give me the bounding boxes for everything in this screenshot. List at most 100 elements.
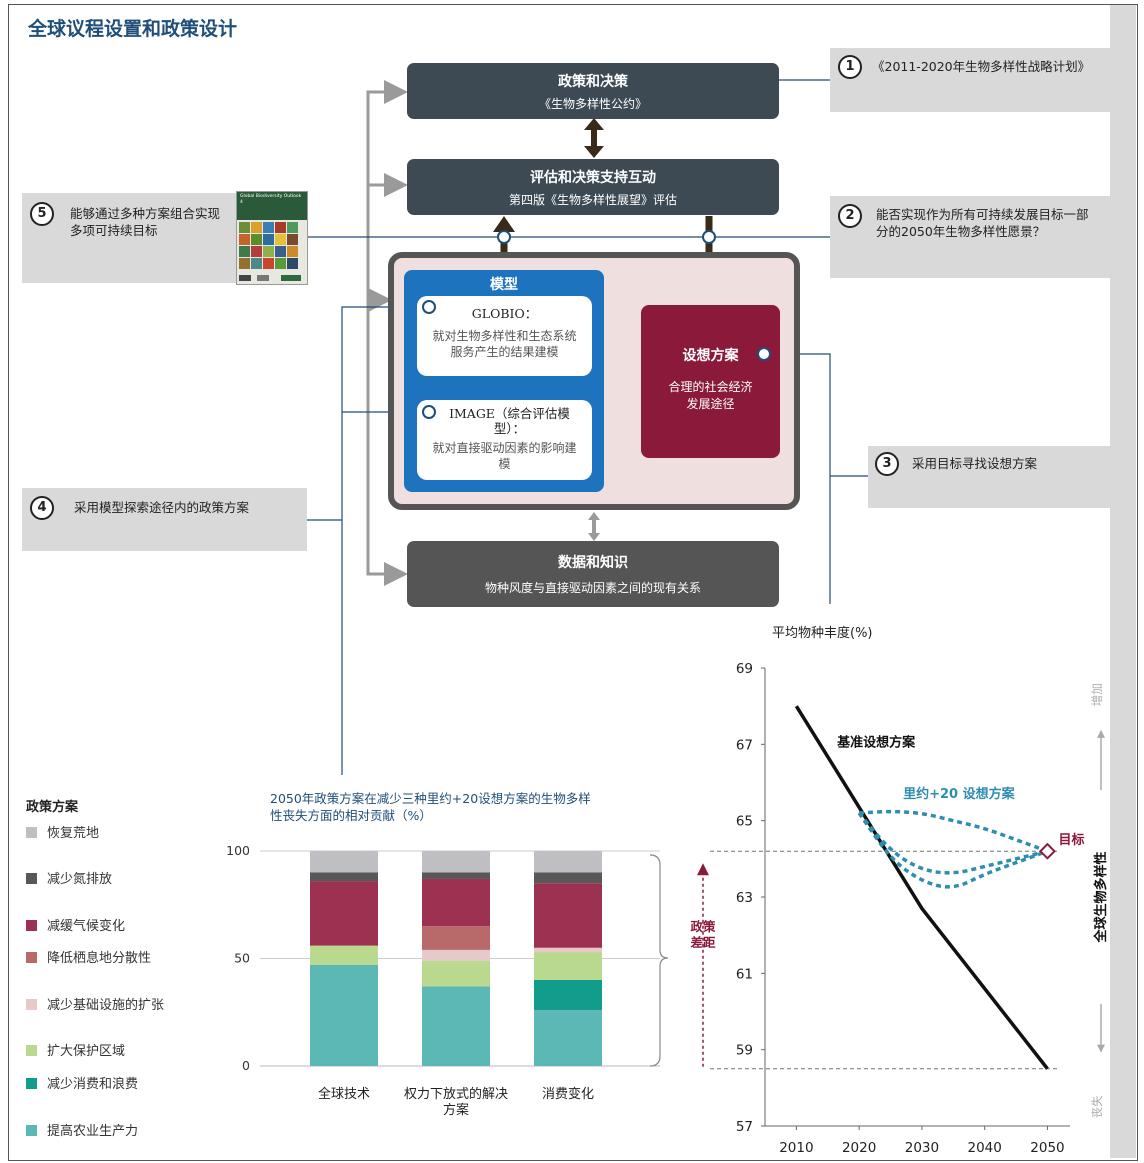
y-tick-label: 67 xyxy=(736,737,753,753)
right-axis-label: 全球生物多样性 xyxy=(1093,851,1109,943)
loss-label: 丧失 xyxy=(1090,1095,1104,1118)
globio-text: 就对生物多样性和生态系统服务产生的结果建模 xyxy=(432,329,577,359)
line-chart-ylabel: 平均物种丰度(%) xyxy=(772,626,873,641)
legend-label: 减少基础设施的扩张 xyxy=(47,998,165,1013)
y-tick-label: 0 xyxy=(242,1058,250,1073)
image-title: IMAGE（综合评估模型）： xyxy=(449,406,570,436)
legend-label: 提高农业生产力 xyxy=(47,1124,139,1139)
y-tick-label: 63 xyxy=(736,890,753,906)
bar-segment xyxy=(422,872,490,879)
policy-gap-arrowhead xyxy=(697,863,709,876)
legend-label: 减少氮排放 xyxy=(47,872,113,887)
policy-gap-label: 政策 xyxy=(690,919,716,934)
y-tick-label: 65 xyxy=(736,814,753,830)
callout-number-1: 1 xyxy=(838,55,862,79)
callout-text-1: 《2011-2020年生物多样性战略计划》 xyxy=(872,59,1091,74)
bar-segment xyxy=(534,872,602,884)
bar-segment xyxy=(310,881,378,946)
bar-segment xyxy=(534,1010,602,1066)
bar-segment xyxy=(422,949,490,961)
rio-series-line xyxy=(857,812,1049,889)
bar-segment xyxy=(534,883,602,948)
stacked-bar-chart: 0 50 100 xyxy=(226,843,669,1073)
legend-item: 减少氮排放 xyxy=(26,868,112,887)
category-label: 权力下放式的解决方案 xyxy=(403,1087,508,1118)
legend-label: 恢复荒地 xyxy=(47,826,100,841)
y-tick-label: 57 xyxy=(736,1119,753,1135)
policy-box: 政策和决策 《生物多样性公约》 xyxy=(407,63,779,119)
assessment-box: 评估和决策支持互动 第四版《生物多样性展望》评估 xyxy=(407,159,779,215)
callout-panel-3 xyxy=(868,446,1110,508)
legend-label: 减缓气候变化 xyxy=(47,919,126,934)
legend-swatch xyxy=(26,873,37,884)
y-tick-label: 50 xyxy=(234,951,250,966)
bar-segment xyxy=(422,960,490,987)
scenarios-text: 合理的社会经济发展途径 xyxy=(668,380,753,411)
globio-box: GLOBIO： 就对生物多样性和生态系统服务产生的结果建模 xyxy=(417,296,592,376)
bar-segment xyxy=(310,851,378,873)
bar-segment xyxy=(310,872,378,882)
callout-text-5: 能够通过多种方案组合实现多项可持续目标 xyxy=(70,206,221,238)
gbo4-book-cover: Global Biodiversity Outlook 4 xyxy=(236,191,308,285)
bar-chart-title: 2050年政策方案在减少三种里约+20设想方案的生物多样性丧失方面的相对贡献（%… xyxy=(270,791,591,823)
data-knowledge-box: 数据和知识 物种风度与直接驱动因素之间的现有关系 xyxy=(407,541,779,607)
legend-label: 减少消费和浪费 xyxy=(47,1077,139,1092)
image-box: IMAGE（综合评估模型）： 就对直接驱动因素的影响建模 xyxy=(417,400,592,480)
y-tick-label: 69 xyxy=(736,661,753,677)
assessment-subtitle: 第四版《生物多样性展望》评估 xyxy=(508,193,677,207)
data-subtitle: 物种风度与直接驱动因素之间的现有关系 xyxy=(484,581,701,595)
legend-item: 降低栖息地分散性 xyxy=(26,947,151,966)
rio-series-line xyxy=(859,809,1049,853)
target-marker xyxy=(1038,842,1056,860)
outer-frame xyxy=(8,4,1138,1161)
legend-swatch xyxy=(26,999,37,1010)
legend-swatch xyxy=(26,1045,37,1056)
legend-title: 政策方案 xyxy=(26,800,79,815)
callout-number-3: 3 xyxy=(875,452,899,476)
legend-swatch xyxy=(26,827,37,838)
legend-label: 降低栖息地分散性 xyxy=(47,951,152,966)
rio-label: 里约+20 设想方案 xyxy=(903,786,1016,802)
legend-swatch xyxy=(26,1125,37,1136)
page-title: 全球议程设置和政策设计 xyxy=(28,18,238,40)
legend-item: 扩大保护区域 xyxy=(26,1040,125,1059)
bar-segment xyxy=(310,945,378,965)
target-label: 目标 xyxy=(1058,832,1084,848)
scenarios-box: 设想方案 合理的社会经济发展途径 xyxy=(641,305,780,458)
legend-item: 减缓气候变化 xyxy=(26,915,125,934)
callout-text-3: 采用目标寻找设想方案 xyxy=(912,456,1038,471)
policy-gap-label: 差距 xyxy=(689,935,716,950)
image-text: 就对直接驱动因素的影响建模 xyxy=(432,441,577,471)
scenarios-link-dot xyxy=(757,347,771,361)
right-edge-bar xyxy=(1110,5,1136,1158)
x-tick-label: 2040 xyxy=(968,1140,1002,1156)
models-title: 模型 xyxy=(490,277,518,293)
data-title: 数据和知识 xyxy=(558,555,628,571)
callout-number-4: 4 xyxy=(30,496,54,520)
y-tick-label: 59 xyxy=(736,1043,753,1059)
x-tick-label: 2030 xyxy=(905,1140,939,1156)
legend-item: 减少消费和浪费 xyxy=(26,1073,138,1092)
callout-panel-2 xyxy=(830,196,1110,278)
callout-number-2: 2 xyxy=(838,204,862,228)
globio-title: GLOBIO： xyxy=(471,306,538,321)
bar-segment xyxy=(534,952,602,980)
increase-arrowhead xyxy=(1097,729,1105,738)
callout-panel-1 xyxy=(830,48,1110,112)
book-cover-mosaic xyxy=(239,222,301,281)
y-tick-label: 100 xyxy=(226,843,250,858)
policy-gap-brace xyxy=(649,854,669,1067)
bar-segment xyxy=(422,851,490,873)
callout-panel-4 xyxy=(22,488,307,551)
rio-series-line xyxy=(857,811,1048,875)
baseline-label: 基准设想方案 xyxy=(836,734,916,750)
callout-number-5: 5 xyxy=(30,202,54,226)
legend-item: 提高农业生产力 xyxy=(26,1120,138,1139)
bar-segment xyxy=(422,986,490,1066)
legend-swatch xyxy=(26,1078,37,1089)
assessment-title: 评估和决策支持互动 xyxy=(530,170,656,186)
bar-segment xyxy=(534,851,602,873)
x-tick-label: 2020 xyxy=(842,1140,876,1156)
bar-segment xyxy=(310,964,378,1066)
category-label: 消费变化 xyxy=(541,1087,594,1102)
